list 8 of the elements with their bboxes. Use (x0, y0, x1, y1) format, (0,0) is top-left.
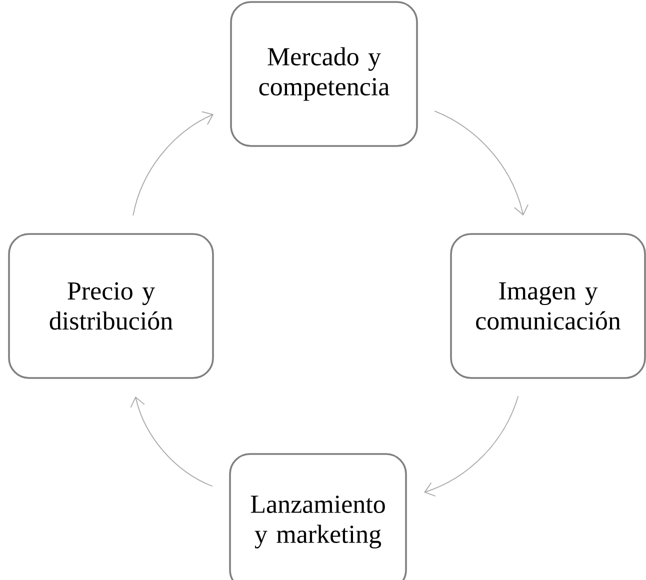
arrow (434, 110, 528, 216)
process-box: Lanzamiento y marketing (229, 453, 407, 580)
process-box: Precio y distribución (8, 233, 214, 379)
arrow (130, 396, 213, 487)
process-box: Imagen y comunicación (450, 233, 646, 379)
arrow (132, 111, 214, 216)
arrow (424, 396, 519, 497)
process-box: Mercado y competencia (230, 1, 418, 147)
